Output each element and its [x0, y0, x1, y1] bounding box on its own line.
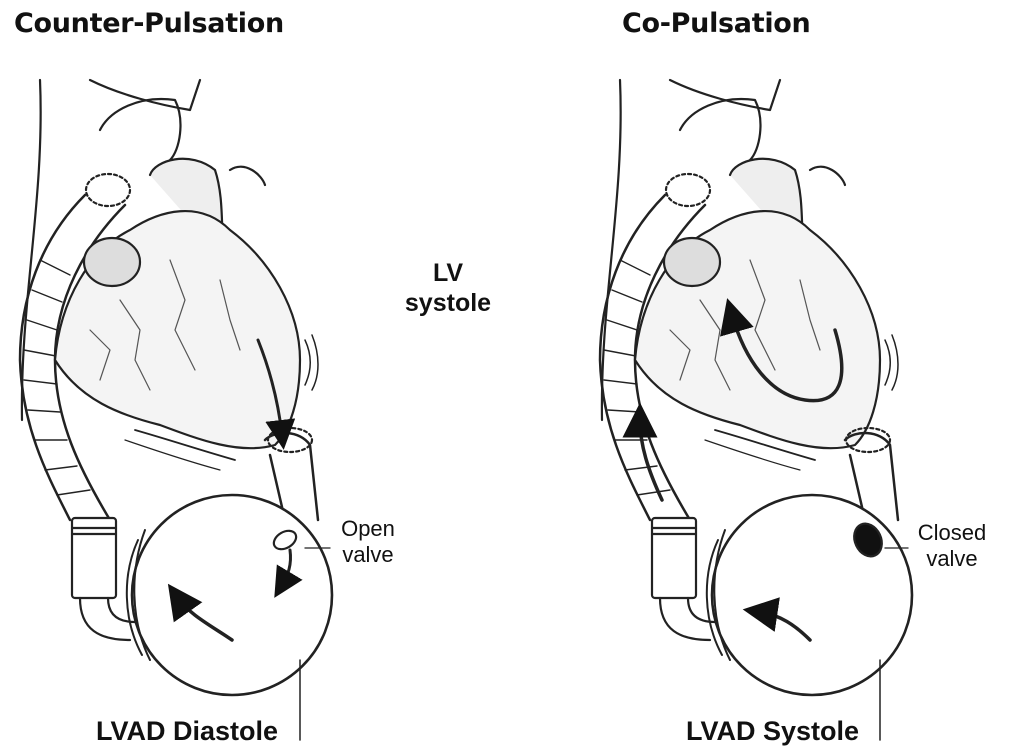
open-valve-label-line1: Open	[326, 516, 410, 542]
center-label-line2: systole	[388, 288, 508, 318]
right-panel-title: Co-Pulsation	[622, 8, 810, 39]
left-heart-drawing	[20, 80, 332, 740]
open-valve-label: Open valve	[326, 516, 410, 568]
closed-valve-label: Closed valve	[904, 520, 1000, 572]
center-label-line1: LV	[388, 258, 508, 288]
closed-valve-label-line1: Closed	[904, 520, 1000, 546]
right-heart-drawing	[600, 80, 912, 740]
open-valve-label-line2: valve	[326, 542, 410, 568]
closed-valve-label-line2: valve	[904, 546, 1000, 572]
left-panel-caption: LVAD Diastole	[96, 716, 278, 747]
left-panel-title: Counter-Pulsation	[14, 8, 284, 39]
right-panel-caption: LVAD Systole	[686, 716, 859, 747]
center-label: LV systole	[388, 258, 508, 318]
